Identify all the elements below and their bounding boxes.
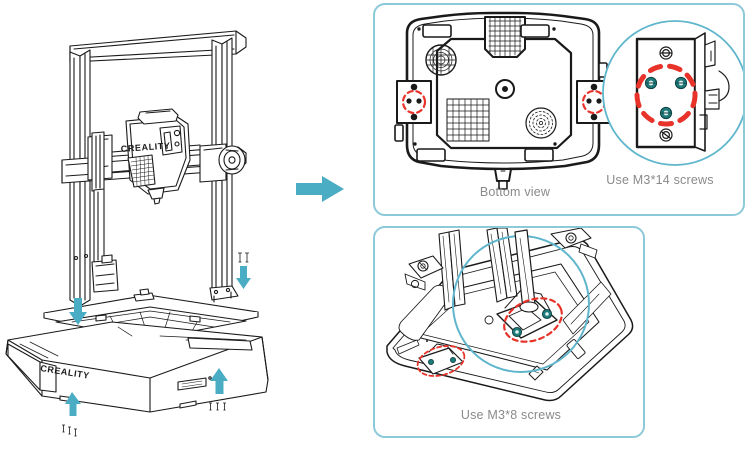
- arrow-base-right-up: [210, 368, 228, 394]
- screw-icon-base-right: [209, 402, 226, 411]
- detail-highlight-ring-2: [503, 297, 563, 343]
- screw-icon-gantry-right: [238, 252, 249, 263]
- transition-arrow: [292, 175, 352, 209]
- panel-m3-8-screws: Use M3*8 screws: [373, 226, 645, 438]
- arrow-base-left-up: [65, 392, 81, 416]
- caption-m3-14-screws: Use M3*14 screws: [606, 173, 714, 187]
- arrow-gantry-left-down: [69, 298, 87, 325]
- screw-icon-base-left: [62, 424, 77, 437]
- highlight-circle-left: [401, 89, 427, 115]
- printer-illustration: CREALITY: [0, 0, 300, 451]
- detail-highlight-ring: [634, 63, 698, 127]
- highlight-ellipse-lower: [416, 345, 466, 377]
- detail-screw-group-2: [511, 308, 553, 338]
- panel-bottom-view: Bottom view Use M3*14 screws: [373, 3, 745, 216]
- caption-m3-8-screws: Use M3*8 screws: [460, 408, 562, 422]
- arrow-gantry-right-down: [236, 266, 251, 289]
- svg-text:CREALITY: CREALITY: [120, 141, 170, 154]
- caption-bottom-view: Bottom view: [479, 185, 551, 199]
- detail-screw-group: [644, 76, 688, 120]
